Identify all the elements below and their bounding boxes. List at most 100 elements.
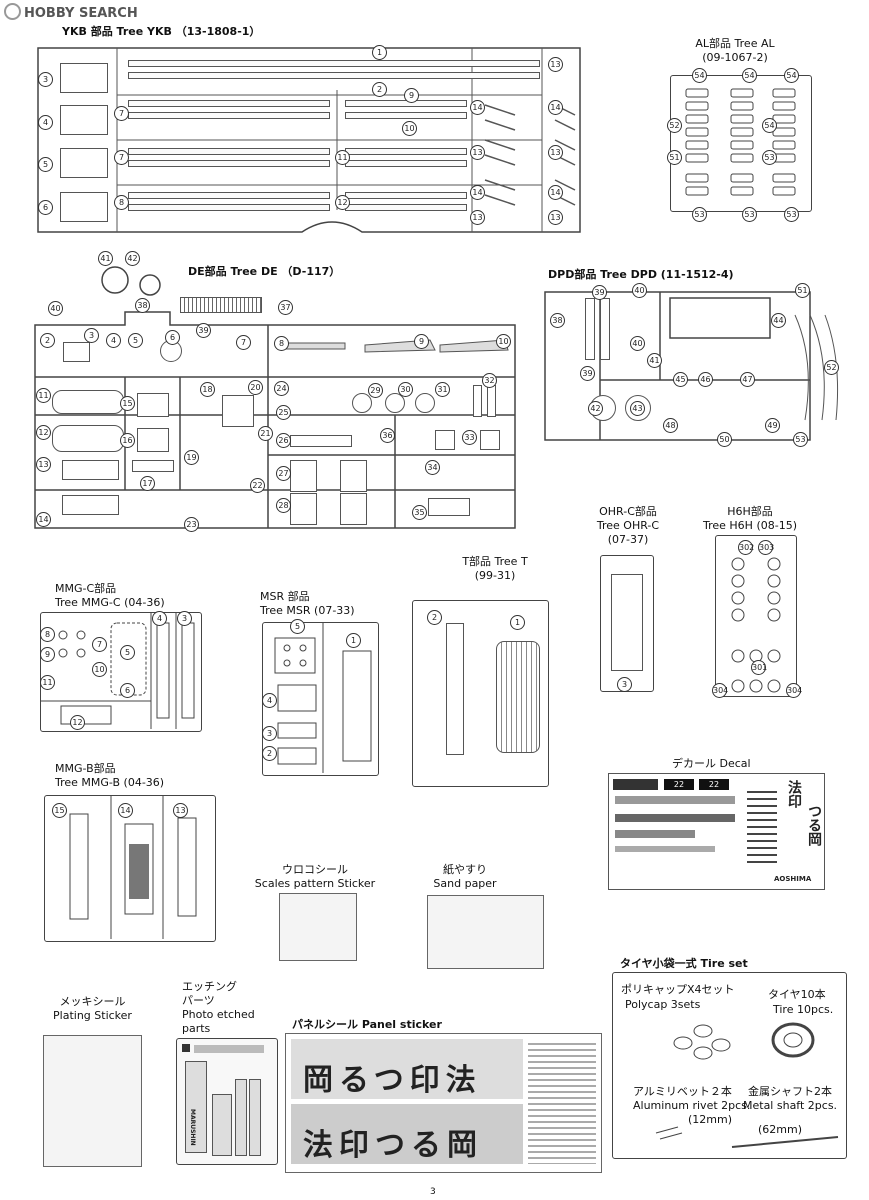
dpd-num-52: 52 <box>824 360 839 375</box>
tree-ohrc <box>600 555 654 692</box>
decal-strip-3 <box>615 814 735 822</box>
etched-label-4: parts <box>182 1022 211 1035</box>
mmgc-num-5: 5 <box>120 645 135 660</box>
de-num-19: 19 <box>184 450 199 465</box>
de-num-24: 24 <box>274 381 289 396</box>
panel-sticker: 岡るつ印法 法印つる岡 <box>285 1033 602 1173</box>
tree-al <box>670 75 812 212</box>
logo-icon <box>4 3 21 20</box>
de-num-3: 3 <box>84 328 99 343</box>
mmgc-parts <box>41 613 195 729</box>
h6h-num-304b: 304 <box>786 683 802 698</box>
al-parts <box>685 88 796 196</box>
etched-logo-mark <box>182 1044 190 1052</box>
msr-num-5: 5 <box>290 619 305 634</box>
sandpaper-label-2: Sand paper <box>433 877 497 890</box>
ykb-part-10b <box>345 112 467 119</box>
al-num-54d: 54 <box>762 118 777 133</box>
dpd-num-39b: 39 <box>580 366 595 381</box>
mmgc-num-7: 7 <box>92 637 107 652</box>
de-num-39: 39 <box>196 323 211 338</box>
ykb-num-5: 5 <box>38 157 53 172</box>
h6h-parts <box>731 557 781 693</box>
dpd-num-47: 47 <box>740 372 755 387</box>
tree-mmgb-label-1: MMG-B部品 <box>55 762 116 775</box>
de-num-9: 9 <box>414 334 429 349</box>
al-num-54c: 54 <box>784 68 799 83</box>
de-num-37: 37 <box>278 300 293 315</box>
logo-text: HOBBY SEARCH <box>24 6 138 21</box>
dpd-num-51: 51 <box>795 283 810 298</box>
mmgc-num-12: 12 <box>70 715 85 730</box>
de-part-12-axle <box>52 425 124 452</box>
ykb-num-13c: 13 <box>548 145 563 160</box>
tire-icon <box>771 1022 815 1058</box>
ykb-num-14b: 14 <box>548 100 563 115</box>
mmgc-num-11: 11 <box>40 675 55 690</box>
de-num-5: 5 <box>128 333 143 348</box>
decal-label: デカール Decal <box>672 757 751 770</box>
etched-label-2: パーツ <box>182 994 215 1007</box>
tireset-rivet-1: アルミリベット２本 <box>633 1085 732 1098</box>
scales-label-2: Scales pattern Sticker <box>254 877 376 890</box>
ykb-num-3: 3 <box>38 72 53 87</box>
rivet-icon <box>655 1126 683 1140</box>
de-part-20 <box>222 395 254 427</box>
ykb-part-3 <box>60 63 108 93</box>
de-part-27 <box>290 460 317 492</box>
tree-ykb-label: YKB 部品 Tree YKB （13-1808-1） <box>62 25 261 38</box>
tireset-tire-1: タイヤ10本 <box>768 988 826 1001</box>
de-part-15 <box>137 393 169 417</box>
ykb-part-14-group <box>484 104 576 206</box>
shaft-icon <box>731 1136 839 1148</box>
de-num-38: 38 <box>135 298 150 313</box>
ykb-part-8b <box>128 204 330 211</box>
de-num-41: 41 <box>98 251 113 266</box>
msr-num-4: 4 <box>262 693 277 708</box>
de-part-13 <box>62 460 119 480</box>
etched-brand: MARUSHIN <box>189 1109 196 1146</box>
de-part-33a <box>435 430 455 450</box>
ykb-num-7b: 7 <box>114 150 129 165</box>
de-num-31: 31 <box>435 382 450 397</box>
de-num-29: 29 <box>368 383 383 398</box>
de-num-11: 11 <box>36 388 51 403</box>
tree-msr-label-2: Tree MSR (07-33) <box>260 604 355 617</box>
ykb-part-12a <box>345 192 467 199</box>
etched-label-3: Photo etched <box>182 1008 255 1021</box>
mmgc-num-3: 3 <box>177 611 192 626</box>
de-part-14 <box>62 495 119 515</box>
decal-strip-5 <box>615 846 715 852</box>
dpd-num-48: 48 <box>663 418 678 433</box>
tireset-polycap-2: Polycap 3sets <box>625 998 701 1011</box>
decal-strip-2 <box>615 796 735 804</box>
tree-mmgb <box>44 795 216 942</box>
dpd-num-50: 50 <box>717 432 732 447</box>
al-num-54b: 54 <box>742 68 757 83</box>
tree-al-label-2: (09-1067-2) <box>702 51 768 64</box>
de-num-22: 22 <box>250 478 265 493</box>
t-part-2 <box>446 623 464 755</box>
decal-sheet: 22 22 法印 つる岡 AOSHIMA <box>608 773 825 890</box>
ykb-num-4: 4 <box>38 115 53 130</box>
decal-text-1: 法印 <box>786 780 802 808</box>
de-num-33: 33 <box>462 430 477 445</box>
ykb-part-1b <box>128 72 540 79</box>
de-num-28: 28 <box>276 498 291 513</box>
etched-part-2 <box>212 1094 232 1156</box>
ohrc-part-3 <box>611 574 643 671</box>
plating-label-2: Plating Sticker <box>53 1009 132 1022</box>
ykb-num-10: 10 <box>402 121 417 136</box>
ykb-part-5 <box>60 148 108 178</box>
decal-number-1: 22 <box>664 779 694 790</box>
de-num-2: 2 <box>40 333 55 348</box>
t-num-2: 2 <box>427 610 442 625</box>
de-num-7: 7 <box>236 335 251 350</box>
tree-t-label-1: T部品 Tree T <box>462 555 528 568</box>
tree-h6h-label-1: H6H部品 <box>727 505 773 518</box>
ykb-part-12b <box>345 204 467 211</box>
h6h-num-302: 302 <box>738 540 754 555</box>
ykb-part-4 <box>60 105 108 135</box>
mmgc-num-4: 4 <box>152 611 167 626</box>
tireset-shaft-1: 金属シャフト2本 <box>748 1085 832 1098</box>
